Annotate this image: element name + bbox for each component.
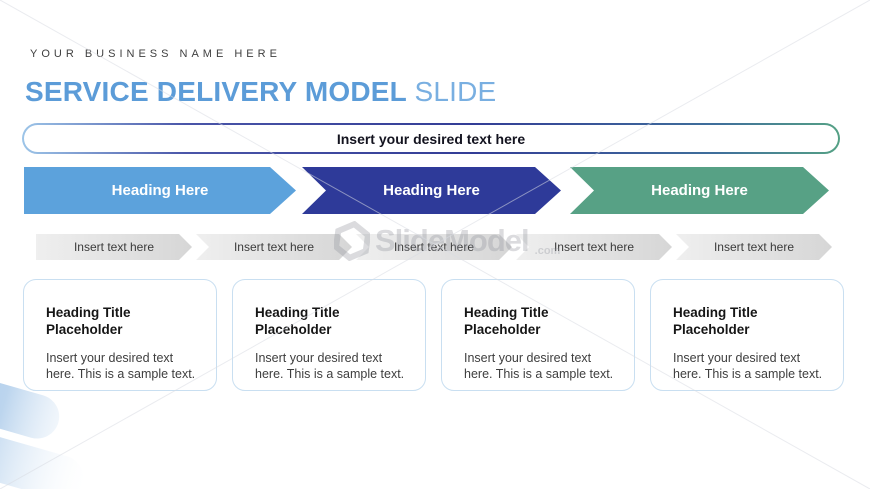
- card-body[interactable]: Insert your desired text here. This is a…: [255, 350, 405, 382]
- card-heading[interactable]: Heading Title Placeholder: [46, 305, 131, 338]
- step-arrow-2[interactable]: Insert text here: [196, 234, 352, 260]
- chevron-heading-1[interactable]: Heading Here: [24, 167, 296, 214]
- cards-row: Heading Title Placeholder Insert your de…: [23, 279, 844, 391]
- banner-pill[interactable]: Insert your desired text here: [22, 123, 840, 154]
- steps-row: Insert text here Insert text here Insert…: [36, 234, 832, 260]
- chevron-heading-2[interactable]: Heading Here: [302, 167, 561, 214]
- card-body[interactable]: Insert your desired text here. This is a…: [464, 350, 614, 382]
- step-arrow-3[interactable]: Insert text here: [356, 234, 512, 260]
- card-heading[interactable]: Heading Title Placeholder: [255, 305, 340, 338]
- page-title-bold: SERVICE DELIVERY MODEL: [25, 76, 407, 107]
- card-3[interactable]: Heading Title Placeholder Insert your de…: [441, 279, 635, 391]
- step-arrow-1[interactable]: Insert text here: [36, 234, 192, 260]
- step-arrow-4[interactable]: Insert text here: [516, 234, 672, 260]
- business-name-placeholder[interactable]: YOUR BUSINESS NAME HERE: [30, 48, 281, 60]
- card-2[interactable]: Heading Title Placeholder Insert your de…: [232, 279, 426, 391]
- chevron-heading-3[interactable]: Heading Here: [570, 167, 829, 214]
- card-4[interactable]: Heading Title Placeholder Insert your de…: [650, 279, 844, 391]
- card-heading[interactable]: Heading Title Placeholder: [464, 305, 549, 338]
- card-heading[interactable]: Heading Title Placeholder: [673, 305, 758, 338]
- banner-text[interactable]: Insert your desired text here: [24, 125, 838, 152]
- step-arrow-5[interactable]: Insert text here: [676, 234, 832, 260]
- card-body[interactable]: Insert your desired text here. This is a…: [46, 350, 196, 382]
- page-title-light: SLIDE: [414, 76, 497, 107]
- page-title[interactable]: SERVICE DELIVERY MODEL SLIDE: [25, 76, 496, 108]
- card-1[interactable]: Heading Title Placeholder Insert your de…: [23, 279, 217, 391]
- card-body[interactable]: Insert your desired text here. This is a…: [673, 350, 823, 382]
